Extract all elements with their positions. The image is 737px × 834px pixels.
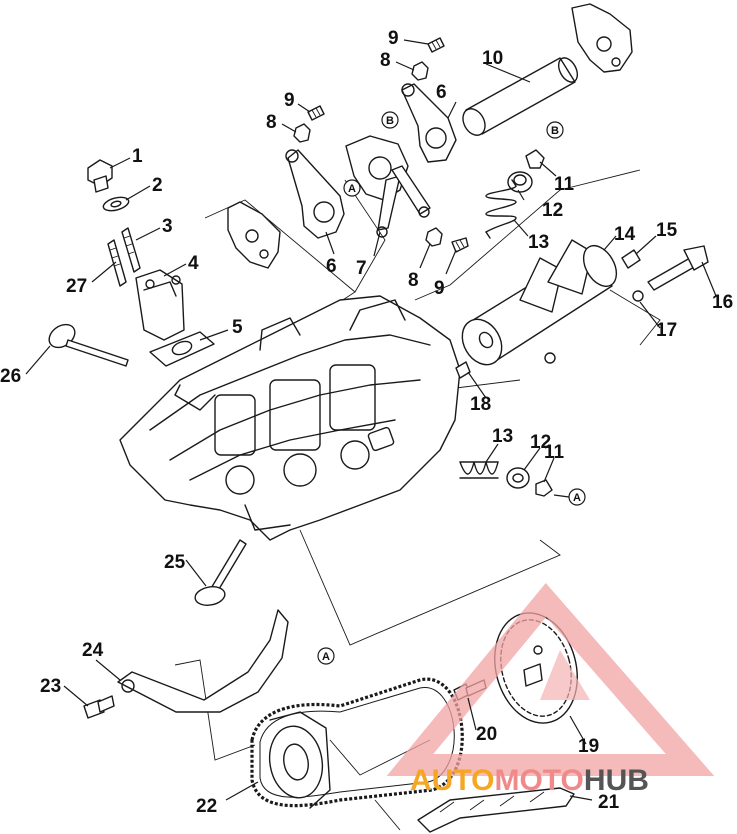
callout-23: 23	[40, 676, 61, 697]
sealing-washer	[102, 196, 130, 212]
automotohub-watermark: AUTOMOTOHUB	[386, 582, 715, 797]
ref-label: A	[322, 651, 330, 663]
intake-valve	[48, 323, 129, 367]
callout-8-top: 8	[380, 50, 391, 71]
ref-marker-b-right: B	[546, 121, 564, 139]
valve-keeper-top	[525, 149, 545, 169]
callout-17: 17	[656, 320, 677, 341]
tensioner-body	[135, 269, 185, 341]
svg-text:AUTOMOTOHUB: AUTOMOTOHUB	[410, 764, 649, 797]
watermark-word-3: HUB	[584, 764, 649, 797]
callout-4: 4	[188, 253, 199, 274]
adjuster-nut-right	[425, 227, 443, 247]
watermark-word-1: AUTO	[410, 764, 494, 797]
ref-marker-a-lower: A	[553, 488, 586, 506]
callout-15: 15	[656, 220, 678, 241]
callout-12-lower: 12	[530, 432, 551, 453]
cam-pin	[621, 249, 641, 269]
callout-11-lower: 11	[544, 442, 565, 463]
callout-27: 27	[66, 276, 87, 297]
watermark-word-2: MOTO	[494, 764, 583, 797]
camshaft	[461, 239, 618, 366]
ref-marker-a-upper: A	[343, 179, 361, 197]
callout-9-top: 9	[388, 28, 399, 49]
small-ring	[632, 290, 644, 302]
callout-9-left: 9	[284, 90, 295, 111]
callout-14: 14	[614, 224, 636, 245]
callout-18: 18	[470, 394, 491, 415]
callout-1: 1	[132, 146, 143, 167]
callout-2: 2	[152, 175, 163, 196]
stud-short	[107, 239, 127, 287]
ref-marker-a-frame: A	[317, 647, 335, 665]
spring-retainer-lower	[506, 467, 530, 489]
ref-label: B	[386, 115, 394, 127]
callout-11-top: 11	[554, 174, 575, 195]
callout-9-right: 9	[434, 278, 445, 299]
exhaust-valve	[194, 539, 247, 606]
chain-guide-upper	[117, 609, 289, 713]
ref-label: A	[573, 492, 581, 504]
callout-6-left: 6	[326, 256, 337, 277]
rocker-bracket-right	[571, 3, 633, 73]
callout-10: 10	[482, 48, 503, 69]
valve-keeper-lower	[535, 479, 553, 497]
valve-spring-top	[485, 179, 517, 239]
adjuster-screw-right	[451, 237, 469, 253]
guide-bolt	[83, 695, 115, 719]
chain-guide-lower	[417, 787, 575, 833]
adjuster-nut-top	[411, 61, 429, 81]
callout-13-lower: 13	[492, 426, 513, 447]
callout-22: 22	[196, 796, 217, 817]
callout-3: 3	[162, 216, 173, 237]
ref-label: B	[551, 125, 559, 137]
rocker-arm-center	[345, 135, 431, 238]
banjo-bolt	[87, 159, 113, 193]
callout-13-top: 13	[528, 232, 549, 253]
rocker-shaft	[462, 57, 579, 136]
callout-6-right: 6	[436, 82, 447, 103]
watermark-logo-mark	[540, 650, 590, 700]
decompressor-shaft	[647, 245, 709, 291]
valve-spring-lower	[459, 461, 499, 479]
callout-20: 20	[476, 724, 497, 745]
rocker-arm-upper-right	[401, 83, 457, 163]
callout-5: 5	[232, 317, 243, 338]
callout-19: 19	[578, 736, 599, 757]
callout-12-top: 12	[542, 200, 563, 221]
callout-25: 25	[164, 552, 186, 573]
callout-24: 24	[82, 640, 104, 661]
callout-labels: 1 2 3 4 5 6 6 7 8 8 8 9 9 9 10 11 11 12 …	[0, 28, 733, 817]
stud-long	[121, 227, 141, 273]
callout-26: 26	[0, 366, 21, 387]
adjuster-screw-left	[307, 105, 325, 121]
callout-8-left: 8	[266, 112, 277, 133]
rocker-bracket-left	[227, 201, 281, 269]
grouping-outlines	[174, 169, 661, 831]
adjuster-screw-top	[427, 37, 445, 53]
tensioner-gasket	[149, 331, 215, 367]
adjuster-nut-left	[293, 123, 311, 143]
rocker-arm-left	[285, 149, 345, 239]
leader-lines	[25, 39, 717, 801]
cylinder-head	[119, 295, 461, 541]
callout-16: 16	[712, 292, 733, 313]
ref-marker-b-left: B	[381, 111, 399, 129]
ref-label: A	[348, 183, 356, 195]
callout-21: 21	[598, 792, 620, 813]
callout-8-right: 8	[408, 270, 419, 291]
callout-7: 7	[356, 258, 367, 279]
crank-sprocket	[268, 711, 331, 809]
cam-plug	[455, 361, 471, 379]
